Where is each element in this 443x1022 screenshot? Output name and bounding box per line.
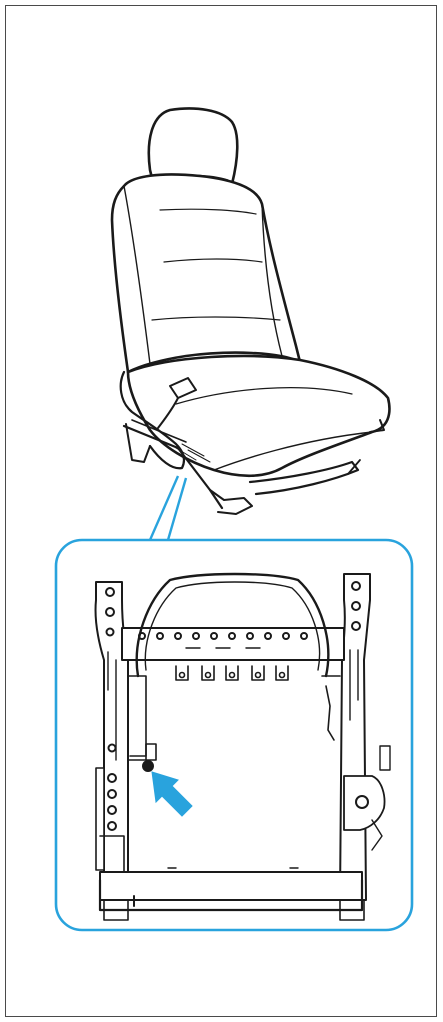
frame-clips — [175, 665, 289, 681]
seat-rail-front — [209, 489, 253, 515]
leader-line — [148, 475, 188, 541]
left-bracket-hole-3 — [105, 627, 115, 637]
tubular-rear-bar — [135, 572, 330, 678]
right-bracket-hole-1 — [351, 581, 361, 591]
left-bracket-hole-2 — [105, 607, 115, 617]
rail-hatching — [175, 443, 211, 463]
backrest — [110, 173, 302, 374]
figure-border — [5, 5, 437, 1017]
tubular-rear-bar-inner — [144, 581, 321, 671]
seat-cushion-seam — [175, 387, 353, 405]
seatbelt-strap — [157, 397, 179, 429]
wire-hook — [325, 685, 335, 741]
bolt-bracket — [129, 743, 157, 761]
car-seat-illustration — [110, 107, 391, 515]
left-lower-mechanism — [95, 767, 105, 871]
bottom-front-bar — [98, 878, 364, 912]
left-bracket-hole-4 — [107, 743, 117, 753]
right-bracket-hole-3 — [351, 621, 361, 631]
backrest-bolster-right — [261, 203, 283, 357]
seat-rail-left — [122, 424, 224, 510]
seat-rail-right — [369, 419, 385, 433]
backrest-seam-low — [151, 316, 281, 321]
seat-leg-right — [347, 459, 361, 475]
left-bracket-hole-1 — [105, 587, 115, 597]
backrest-bolster — [123, 185, 151, 365]
seat-side-cover — [119, 370, 186, 470]
inner-rail-left — [127, 675, 147, 761]
cross-bar-holes — [138, 632, 308, 640]
seatbelt-buckle — [169, 377, 197, 399]
seat-cushion-front — [213, 431, 373, 471]
right-bracket-hole-2 — [351, 601, 361, 611]
right-lower-mechanism — [343, 775, 386, 831]
backrest-seam-mid — [163, 258, 263, 263]
backrest-panel — [159, 208, 257, 215]
seat-base-frame — [125, 423, 151, 463]
bottom-rail — [99, 871, 363, 901]
pointer-arrow-icon — [151, 771, 193, 817]
seat-frame-detail — [94, 572, 391, 921]
seat-rail-left-inner — [131, 419, 187, 443]
target-bolt — [142, 760, 154, 772]
